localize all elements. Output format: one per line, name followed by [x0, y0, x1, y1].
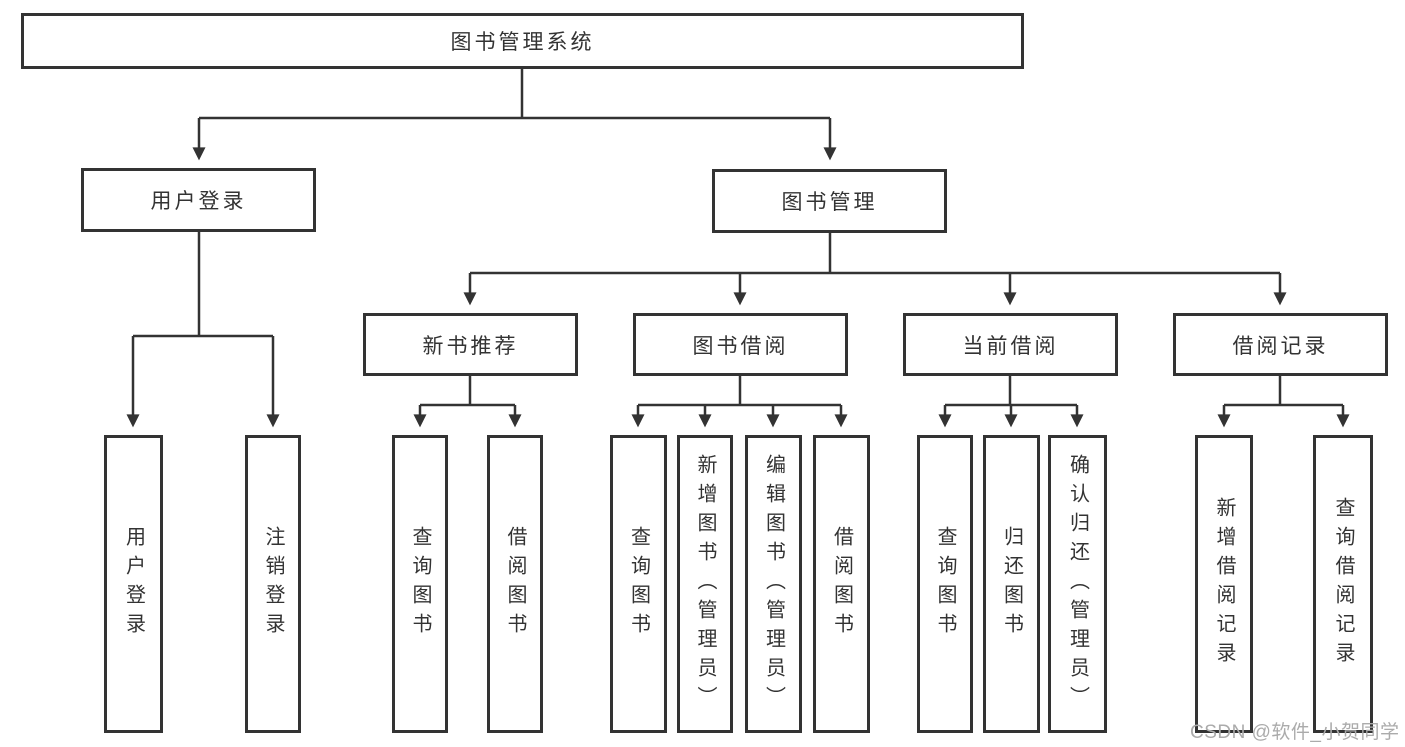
node-current-borrow: 当前借阅 — [903, 313, 1118, 376]
node-book-borrow: 图书借阅 — [633, 313, 848, 376]
leaf-query-books-3: 查询图书 — [917, 435, 973, 733]
leaf-query-borrow-record: 查询借阅记录 — [1313, 435, 1373, 733]
node-new-book-recommend: 新书推荐 — [363, 313, 578, 376]
csdn-watermark: CSDN @软件_小贺同学 — [1190, 722, 1400, 743]
leaf-borrow-books-1: 借阅图书 — [487, 435, 543, 733]
node-book-management: 图书管理 — [712, 169, 947, 233]
leaf-query-books-2: 查询图书 — [610, 435, 667, 733]
node-user-login: 用户登录 — [81, 168, 316, 232]
leaf-add-borrow-record: 新增借阅记录 — [1195, 435, 1253, 733]
node-root-library-system: 图书管理系统 — [21, 13, 1024, 69]
leaf-borrow-books-2: 借阅图书 — [813, 435, 870, 733]
leaf-user-login: 用户登录 — [104, 435, 163, 733]
leaf-confirm-return-admin: 确认归还（管理员） — [1048, 435, 1107, 733]
leaf-return-books: 归还图书 — [983, 435, 1040, 733]
leaf-add-book-admin: 新增图书（管理员） — [677, 435, 733, 733]
leaf-query-books-1: 查询图书 — [392, 435, 448, 733]
node-borrow-records: 借阅记录 — [1173, 313, 1388, 376]
leaf-logout: 注销登录 — [245, 435, 301, 733]
leaf-edit-book-admin: 编辑图书（管理员） — [745, 435, 802, 733]
